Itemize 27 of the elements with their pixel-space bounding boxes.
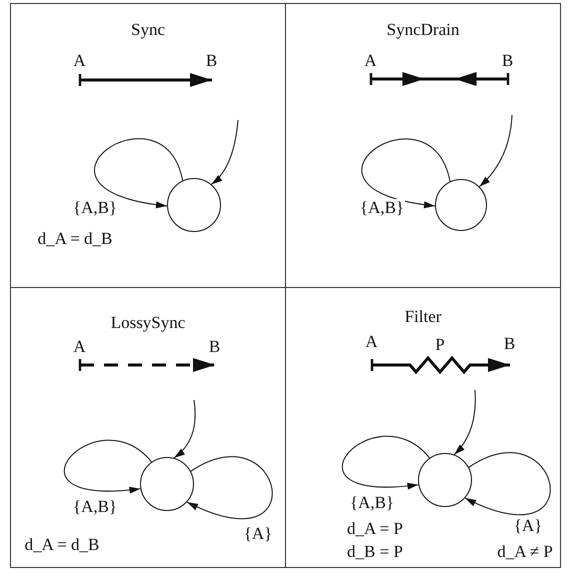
state-circle (166, 178, 220, 232)
edge-label: {A,B} (72, 199, 118, 218)
panel-title: SyncDrain (386, 21, 460, 40)
condition-label: d_A = d_B (24, 536, 100, 555)
port-label: A (360, 52, 380, 78)
edge-label: {A} (242, 525, 274, 544)
edge-label: {A} (512, 517, 544, 536)
panel-title: Filter (404, 308, 442, 327)
port-label: A (70, 52, 90, 80)
edge-label: {A,B} (72, 498, 118, 517)
condition-label: d_A = d_B (36, 230, 114, 249)
condition-label: d_A ≠ P (496, 543, 554, 562)
port-label: B (204, 338, 224, 364)
state-circle (434, 178, 486, 230)
state-circle (140, 456, 194, 510)
port-label: B (498, 52, 518, 78)
state-circle (418, 452, 472, 506)
condition-label: d_A = P (346, 520, 404, 539)
port-label: B (500, 334, 520, 364)
panel-title: LossySync (110, 314, 186, 333)
edge-label: {A,B} (348, 494, 396, 513)
port-label: B (202, 52, 222, 80)
condition-label: d_B = P (346, 543, 404, 562)
edge-label: {A,B} (358, 199, 406, 218)
port-label: A (70, 338, 90, 364)
port-label: A (362, 332, 382, 364)
panel-title: Sync (130, 21, 166, 40)
